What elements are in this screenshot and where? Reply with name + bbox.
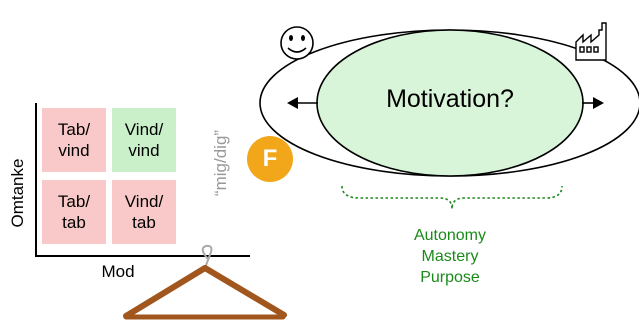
cell-line-2: tab — [62, 213, 86, 232]
left-arrow — [287, 97, 318, 109]
matrix-cell-tab-tab: Tab/tab — [42, 180, 106, 244]
cell-line-2: vind — [58, 141, 90, 160]
drivers-brace — [341, 185, 563, 210]
drivers-list: Autonomy Mastery Purpose — [380, 225, 520, 288]
matrix-cell-vind-tab: Vind/tab — [112, 180, 176, 244]
f-badge: F — [247, 136, 293, 182]
y-axis-line — [35, 103, 37, 256]
cell-line-2: tab — [132, 213, 156, 232]
cell-line-1: Vind/ — [124, 192, 164, 211]
f-badge-letter: F — [262, 145, 278, 172]
factory-icon — [575, 22, 607, 61]
hanger-icon — [123, 244, 287, 320]
driver-purpose: Purpose — [420, 269, 480, 286]
matrix-cell-vind-vind: Vind/vind — [112, 108, 176, 172]
driver-autonomy: Autonomy — [413, 227, 487, 244]
x-axis-label: Mod — [101, 262, 135, 281]
cell-line-2: vind — [128, 141, 160, 160]
smiley-face-icon — [280, 26, 314, 60]
cell-line-1: Tab/ — [57, 120, 91, 139]
x-axis-line — [35, 255, 250, 257]
inner-ellipse — [317, 30, 583, 176]
motivation-label: Motivation? — [386, 85, 514, 113]
matrix-cell-tab-vind: Tab/vind — [42, 108, 106, 172]
right-arrow — [582, 97, 604, 109]
cell-line-1: Tab/ — [57, 192, 91, 211]
cell-line-1: Vind/ — [124, 120, 164, 139]
driver-mastery: Mastery — [421, 248, 479, 265]
